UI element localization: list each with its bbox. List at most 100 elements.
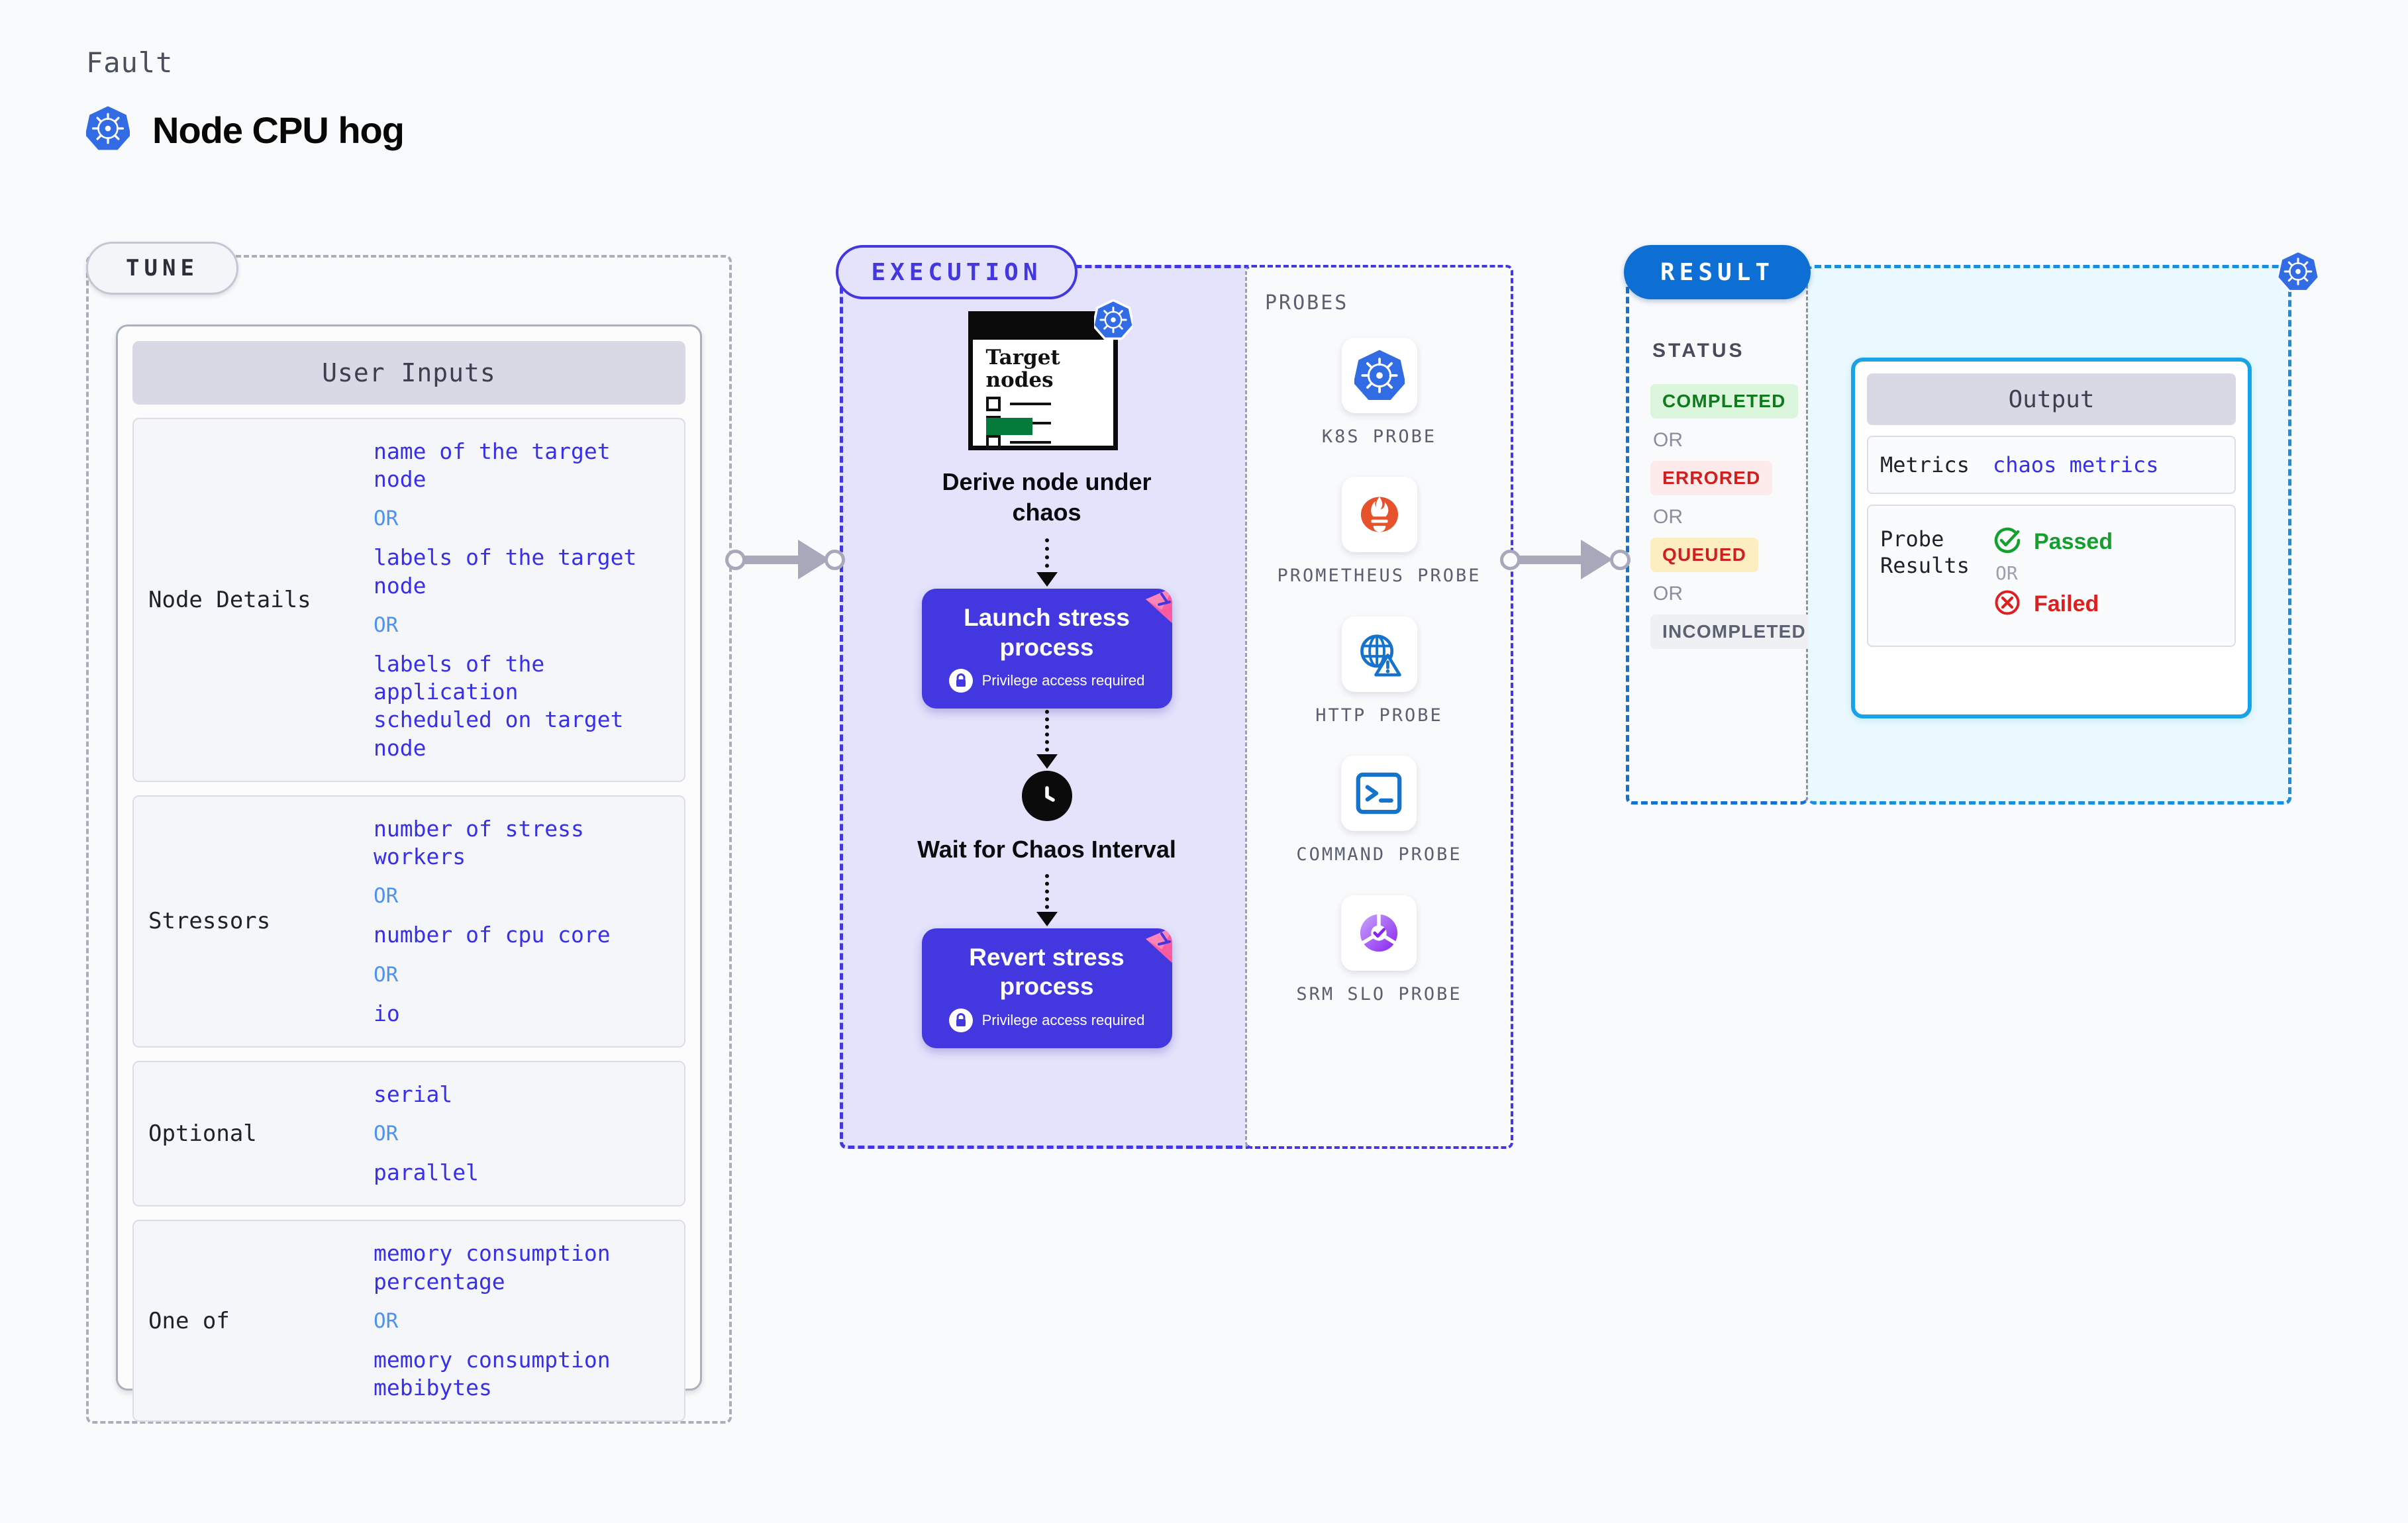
probe-label: PROMETHEUS PROBE xyxy=(1277,565,1481,587)
probe-passed: Passed xyxy=(1993,526,2113,558)
user-input-value: serial xyxy=(374,1081,453,1107)
launch-stress-label: Launch stress process xyxy=(964,604,1130,661)
globe-warning-icon xyxy=(1341,616,1417,692)
probe-label: SRM SLO PROBE xyxy=(1296,983,1462,1005)
page-header: Fault Node CPU hog xyxy=(85,46,405,155)
result-pill-label: RESULT xyxy=(1624,245,1811,299)
user-input-value: memory consumption percentage xyxy=(374,1240,611,1295)
user-input-value: labels of the application scheduled on t… xyxy=(374,650,624,761)
terminal-icon xyxy=(1341,756,1417,832)
probe-label: K8S PROBE xyxy=(1321,426,1437,447)
kubernetes-icon xyxy=(2276,250,2320,296)
status-badge: INCOMPLETED xyxy=(1650,614,1818,649)
user-input-value: name of the target node xyxy=(374,438,611,493)
tune-panel xyxy=(86,255,732,1424)
page-title: Node CPU hog xyxy=(152,109,405,151)
probe-result-or: OR xyxy=(1995,562,2018,584)
user-input-value: labels of the target node xyxy=(374,544,637,599)
revert-stress-card[interactable]: Revert stress process Privilege access r… xyxy=(921,928,1172,1048)
user-input-row-label: Stressors xyxy=(148,908,271,935)
or-separator: OR xyxy=(374,613,399,637)
probe-item[interactable]: HTTP PROBE xyxy=(1315,616,1443,728)
probe-label: HTTP PROBE xyxy=(1315,705,1443,726)
or-separator: OR xyxy=(374,884,399,909)
clock-icon xyxy=(1021,770,1072,821)
execution-flow: Target nodes Derive node under chaos xyxy=(840,299,1254,1048)
user-input-row-label: Optional xyxy=(148,1120,257,1148)
lock-icon xyxy=(948,668,973,693)
user-inputs-title: User Inputs xyxy=(132,341,685,405)
user-input-value: parallel xyxy=(374,1159,479,1186)
output-card: Output Metrics chaos metrics Probe Resul… xyxy=(1851,358,2252,718)
user-input-row-label: One of xyxy=(148,1307,230,1334)
pink-ribbon-icon xyxy=(1145,928,1172,963)
kubernetes-icon xyxy=(1341,338,1417,413)
lock-icon xyxy=(948,1008,973,1032)
wait-interval-label: Wait for Chaos Interval xyxy=(917,835,1176,863)
x-circle-icon xyxy=(1993,588,2022,620)
probe-results-row: Probe Results Passed OR xyxy=(1867,505,2236,647)
probe-failed: Failed xyxy=(1993,588,2113,620)
status-badge: ERRORED xyxy=(1650,461,1773,495)
status-badge: COMPLETED xyxy=(1650,384,1798,418)
user-input-value: io xyxy=(374,1000,400,1026)
fault-label: Fault xyxy=(86,46,174,79)
probe-item[interactable]: SRM SLO PROBE xyxy=(1296,895,1462,1007)
or-separator: OR xyxy=(1653,429,1683,451)
revert-stress-sublabel: Privilege access required xyxy=(981,1011,1145,1028)
user-input-value: number of cpu core xyxy=(374,922,611,948)
probe-item[interactable]: PROMETHEUS PROBE xyxy=(1277,477,1481,588)
output-title: Output xyxy=(1867,373,2236,425)
failed-label: Failed xyxy=(2034,591,2099,616)
launch-stress-sublabel: Privilege access required xyxy=(981,671,1145,689)
result-panel xyxy=(1626,265,1808,805)
revert-stress-label: Revert stress process xyxy=(969,944,1125,1001)
or-separator: OR xyxy=(374,1122,399,1146)
connector-tune-to-execution xyxy=(725,540,845,579)
user-input-value: memory consumption mebibytes xyxy=(374,1346,611,1400)
or-separator: OR xyxy=(1653,583,1683,605)
or-separator: OR xyxy=(374,962,399,987)
probe-item[interactable]: K8S PROBE xyxy=(1322,338,1436,449)
result-panel-border xyxy=(1626,265,1808,805)
kubernetes-icon xyxy=(1091,299,1134,344)
tune-pill-label: TUNE xyxy=(86,242,238,295)
flow-arrow-3 xyxy=(1036,874,1058,927)
launch-stress-card[interactable]: Launch stress process Privilege access r… xyxy=(921,589,1172,709)
probes-title: PROBES xyxy=(1265,291,1349,315)
flow-arrow-1 xyxy=(1036,538,1058,587)
or-separator: OR xyxy=(374,1308,399,1333)
check-circle-icon xyxy=(1993,526,2022,558)
metrics-label: Metrics xyxy=(1880,452,1970,477)
user-input-row-label: Node Details xyxy=(148,586,311,613)
status-title: STATUS xyxy=(1652,340,1745,362)
metrics-row: Metrics chaos metrics xyxy=(1867,436,2236,494)
user-input-value: number of stress workers xyxy=(374,815,584,870)
metrics-value: chaos metrics xyxy=(1993,452,2159,477)
probe-label: COMMAND PROBE xyxy=(1296,844,1462,865)
derive-node-label: Derive node under chaos xyxy=(942,468,1152,526)
probe-item[interactable]: COMMAND PROBE xyxy=(1296,756,1462,867)
probe-results-label: Probe Results xyxy=(1880,526,1970,578)
connector-execution-to-result xyxy=(1500,540,1630,579)
or-separator: OR xyxy=(1653,506,1683,528)
srm-slo-icon xyxy=(1341,895,1417,971)
window-title-text: Target nodes xyxy=(985,346,1060,393)
status-badge: QUEUED xyxy=(1650,538,1758,572)
flow-arrow-2 xyxy=(1036,709,1058,769)
or-separator: OR xyxy=(374,507,399,531)
status-list: COMPLETED OR ERRORED OR QUEUED OR INCOMPLETED xyxy=(1650,384,1818,649)
execution-pill-label: EXECUTION xyxy=(836,245,1078,299)
user-inputs-card: User Inputs Node Details name of the targ… xyxy=(116,324,702,1422)
derive-node-icon: Target nodes xyxy=(968,299,1134,454)
tune-panel-border xyxy=(86,255,732,1424)
